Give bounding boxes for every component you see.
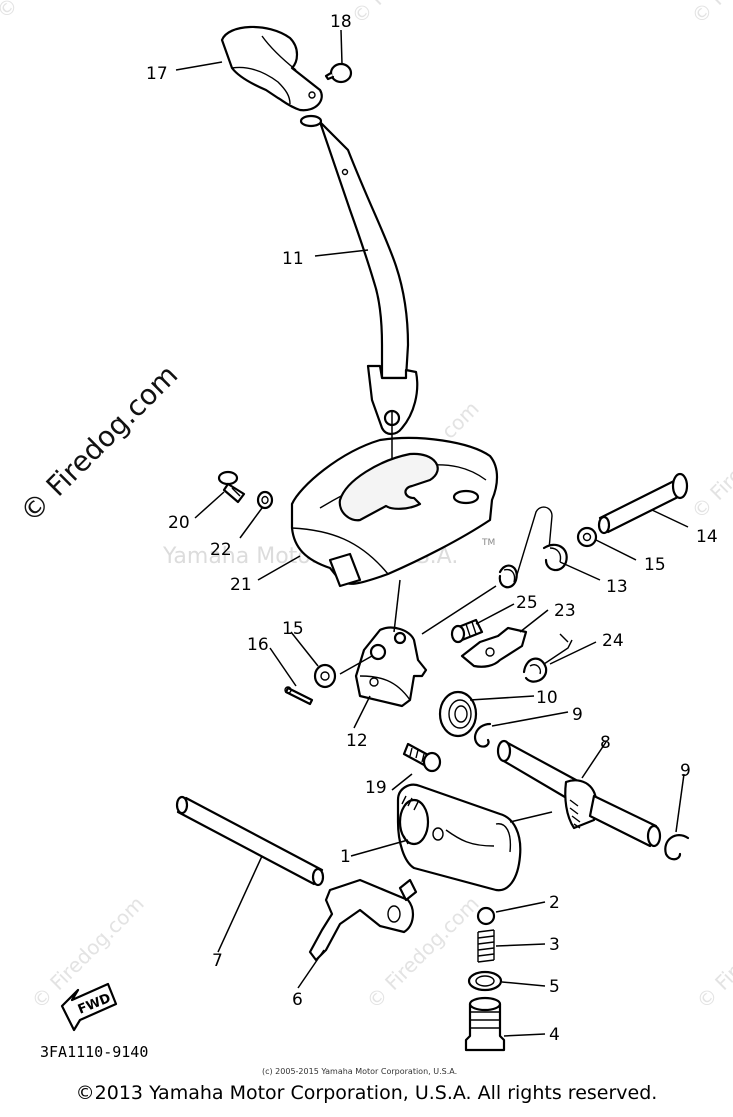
svg-text:© Firedog.com: © Firedog.com bbox=[0, 0, 114, 24]
part-7-guide-bar bbox=[175, 795, 325, 887]
part-22-washer bbox=[256, 490, 274, 510]
callout-2: 2 bbox=[549, 893, 560, 913]
part-21-shift-gate bbox=[290, 436, 499, 588]
part-24-spring bbox=[522, 639, 573, 683]
callout-22: 22 bbox=[210, 540, 232, 560]
callout-7: 7 bbox=[212, 951, 223, 971]
part-19-bolt bbox=[402, 742, 442, 773]
callout-25: 25 bbox=[516, 593, 538, 613]
callout-12: 12 bbox=[346, 731, 368, 751]
callout-15-right: 15 bbox=[644, 555, 666, 575]
footer-copyright: ©2013 Yamaha Motor Corporation, U.S.A. A… bbox=[75, 1082, 658, 1104]
callout-24: 24 bbox=[602, 631, 624, 651]
callout-1: 1 bbox=[340, 847, 351, 867]
part-10-oil-seal bbox=[438, 690, 478, 738]
callout-19: 19 bbox=[365, 778, 387, 798]
callout-8: 8 bbox=[600, 733, 611, 753]
part-14-shaft-pin bbox=[597, 472, 689, 535]
callout-20: 20 bbox=[168, 513, 190, 533]
callout-18: 18 bbox=[330, 12, 352, 32]
leader-lines bbox=[175, 29, 689, 1037]
part-12-shift-arm bbox=[354, 626, 428, 708]
svg-text:© Firedog.com: © Firedog.com bbox=[687, 401, 733, 523]
part-9-circlip-upper bbox=[473, 722, 492, 748]
callout-23: 23 bbox=[554, 601, 576, 621]
callout-4: 4 bbox=[549, 1025, 560, 1045]
part-23-stopper-plate bbox=[460, 626, 569, 668]
callout-11: 11 bbox=[282, 249, 304, 269]
part-16-cotter-pin bbox=[284, 686, 314, 706]
callout-10: 10 bbox=[536, 688, 558, 708]
svg-text:© Firedog.com: © Firedog.com bbox=[347, 0, 469, 29]
callout-14: 14 bbox=[696, 527, 718, 547]
small-copyright: (c) 2005-2015 Yamaha Motor Corporation, … bbox=[262, 1067, 457, 1076]
part-8-shift-shaft bbox=[496, 739, 662, 848]
part-20-bolt bbox=[217, 470, 246, 504]
callout-6: 6 bbox=[292, 990, 303, 1010]
part-11-shift-lever bbox=[299, 114, 419, 436]
callout-17: 17 bbox=[146, 64, 168, 84]
part-17-shift-knob bbox=[220, 25, 323, 112]
callout-labels: 17 18 11 20 22 21 14 15 13 25 23 24 15 1… bbox=[146, 12, 718, 1045]
callout-5: 5 bbox=[549, 977, 560, 997]
svg-text:© Firedog.com: © Firedog.com bbox=[692, 891, 733, 1013]
watermark-firedog: © Firedog.com bbox=[14, 358, 185, 529]
callout-3: 3 bbox=[549, 935, 560, 955]
part-3-spring bbox=[477, 929, 495, 963]
part-5-gasket bbox=[467, 970, 503, 992]
svg-text:© Firedog.com: © Firedog.com bbox=[687, 0, 733, 29]
part-4-plug bbox=[464, 996, 506, 1052]
callout-13: 13 bbox=[606, 577, 628, 597]
part-13-spring bbox=[498, 506, 568, 589]
part-1-shift-drum bbox=[396, 783, 522, 892]
trademark-mark: TM bbox=[481, 538, 495, 548]
part-25-bolt bbox=[450, 618, 484, 644]
callout-9-upper: 9 bbox=[572, 705, 583, 725]
callout-15-left: 15 bbox=[282, 619, 304, 639]
forward-arrow: FWD bbox=[60, 982, 118, 1032]
diagram-part-code: 3FA1110-9140 bbox=[40, 1043, 148, 1061]
part-9-circlip-right bbox=[664, 834, 690, 861]
part-15-washer-right bbox=[576, 526, 598, 548]
part-6-shift-fork bbox=[308, 878, 418, 962]
callout-9-right: 9 bbox=[680, 761, 691, 781]
callout-16: 16 bbox=[247, 635, 269, 655]
part-15-washer-left bbox=[313, 663, 337, 689]
part-2-ball bbox=[476, 906, 496, 926]
part-18-pin bbox=[324, 62, 353, 84]
callout-21: 21 bbox=[230, 575, 252, 595]
